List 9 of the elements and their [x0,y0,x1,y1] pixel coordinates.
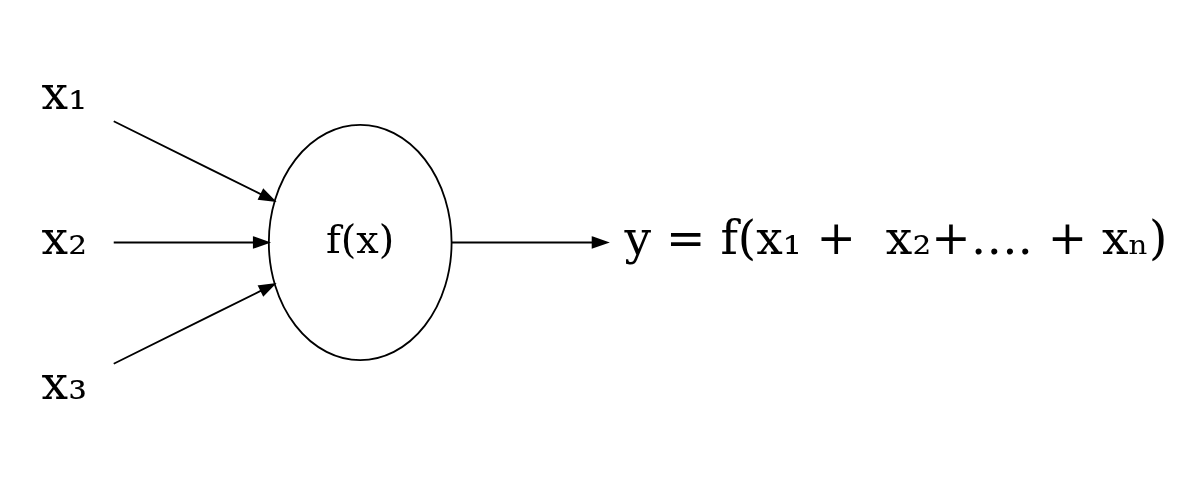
node-ellipse: f(x) [267,123,453,361]
node-text: y = f(x₁ + x₂+…. + xₙ) [624,209,1168,265]
node-text: x₂ [41,209,88,265]
arrow [112,235,272,249]
arrow [112,282,277,365]
arrow [450,235,610,249]
node-text: x₃ [41,354,88,410]
arrow [112,119,277,202]
node-text: x₁ [41,64,88,120]
